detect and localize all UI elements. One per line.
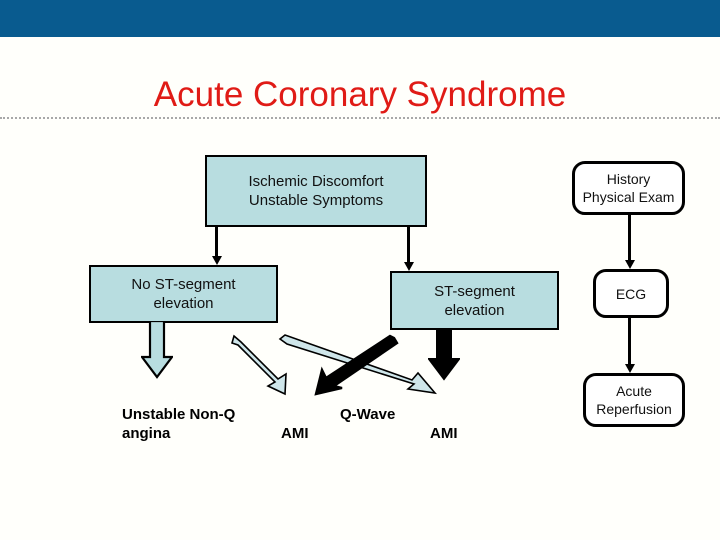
- node-st-segment-elevation-label: ST-segment elevation: [434, 282, 515, 319]
- connector-ischemic-to-st-elevation: [403, 227, 414, 271]
- connector-ecg-to-acute-reperfusion: [624, 318, 635, 373]
- node-ecg-label: ECG: [615, 285, 647, 302]
- connector-st-elevation-to-qwave-ami: [428, 329, 460, 381]
- node-ischemic-discomfort[interactable]: Ischemic Discomfort Unstable Symptoms: [205, 155, 427, 227]
- connector-no-st-elevation-to-unstable-angina: [141, 321, 173, 379]
- node-acute-reperfusion[interactable]: Acute Reperfusion: [583, 373, 685, 427]
- arrow-stem: [215, 227, 218, 256]
- arrow-head-icon: [624, 260, 635, 269]
- arrow-stem: [407, 227, 410, 262]
- node-history-physical-exam-label: History Physical Exam: [582, 171, 675, 205]
- arrow-stem: [628, 215, 631, 260]
- arrow-head-icon: [624, 364, 635, 373]
- title-divider: [0, 117, 720, 121]
- node-history-physical-exam[interactable]: History Physical Exam: [572, 161, 685, 215]
- connector-history-to-ecg: [624, 215, 635, 269]
- node-ischemic-discomfort-label: Ischemic Discomfort Unstable Symptoms: [248, 173, 384, 209]
- page-title: Acute Coronary Syndrome: [153, 75, 567, 114]
- label-nonq-ami: AMI: [281, 425, 309, 442]
- node-ecg[interactable]: ECG: [593, 269, 669, 318]
- node-acute-reperfusion-label: Acute Reperfusion: [596, 383, 672, 417]
- label-unstable-nonq-angina: Unstable Non-Q angina: [122, 406, 236, 442]
- connector-st-elevation-to-nonq-ami: [312, 334, 399, 398]
- label-qwave: Q-Wave: [340, 406, 396, 423]
- connector-ischemic-to-no-st-elevation: [211, 227, 222, 265]
- header-band: [0, 0, 720, 37]
- node-st-segment-elevation[interactable]: ST-segment elevation: [390, 271, 559, 330]
- arrow-head-icon: [403, 262, 414, 271]
- connector-no-st-elevation-to-nonq-ami: [230, 334, 300, 402]
- node-no-st-segment-elevation-label: No ST-segment elevation: [131, 276, 236, 312]
- arrow-head-icon: [211, 256, 222, 265]
- arrow-stem: [628, 318, 631, 364]
- node-no-st-segment-elevation[interactable]: No ST-segment elevation: [89, 265, 278, 323]
- label-qwave-ami: AMI: [430, 425, 458, 442]
